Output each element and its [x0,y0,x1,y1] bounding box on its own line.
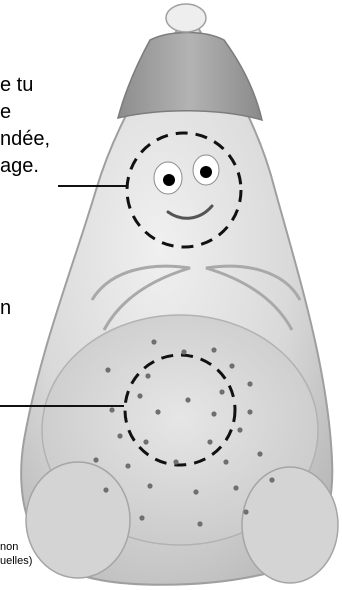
speaker-hole [193,489,198,494]
speaker-hole [155,409,160,414]
speaker-hole [197,521,202,526]
speaker-hole [269,477,274,482]
speaker-hole [93,457,98,462]
speaker-hole [211,411,216,416]
speaker-hole [207,439,212,444]
speaker-hole [151,339,156,344]
speaker-hole [229,363,234,368]
speaker-hole [117,433,122,438]
toy-left-foot [26,462,130,578]
toy-eye-right [200,166,212,178]
speaker-callout-caption: n [0,295,11,322]
speaker-hole [137,393,142,398]
toy-right-foot [242,467,338,583]
speaker-hole [233,485,238,490]
speaker-hole [125,463,130,468]
speaker-hole [237,427,242,432]
speaker-hole [143,439,148,444]
speaker-hole [105,367,110,372]
speaker-hole [219,389,224,394]
speaker-hole [109,407,114,412]
speaker-hole [103,487,108,492]
speaker-hole [147,483,152,488]
speaker-hole [181,349,186,354]
speaker-hole [223,459,228,464]
face-callout-caption: e tu e ndée, age. [0,72,50,180]
speaker-hole [247,409,252,414]
speaker-hole [173,459,178,464]
toy-hat-tip [166,4,206,32]
speaker-hole [243,509,248,514]
speaker-hole [139,515,144,520]
footnote-caption: non uelles) [0,540,32,568]
toy-eye-left [163,174,175,186]
speaker-hole [185,397,190,402]
speaker-hole [247,381,252,386]
speaker-hole [211,347,216,352]
speaker-hole [145,373,150,378]
toy-hat [118,33,262,121]
speaker-hole [257,451,262,456]
